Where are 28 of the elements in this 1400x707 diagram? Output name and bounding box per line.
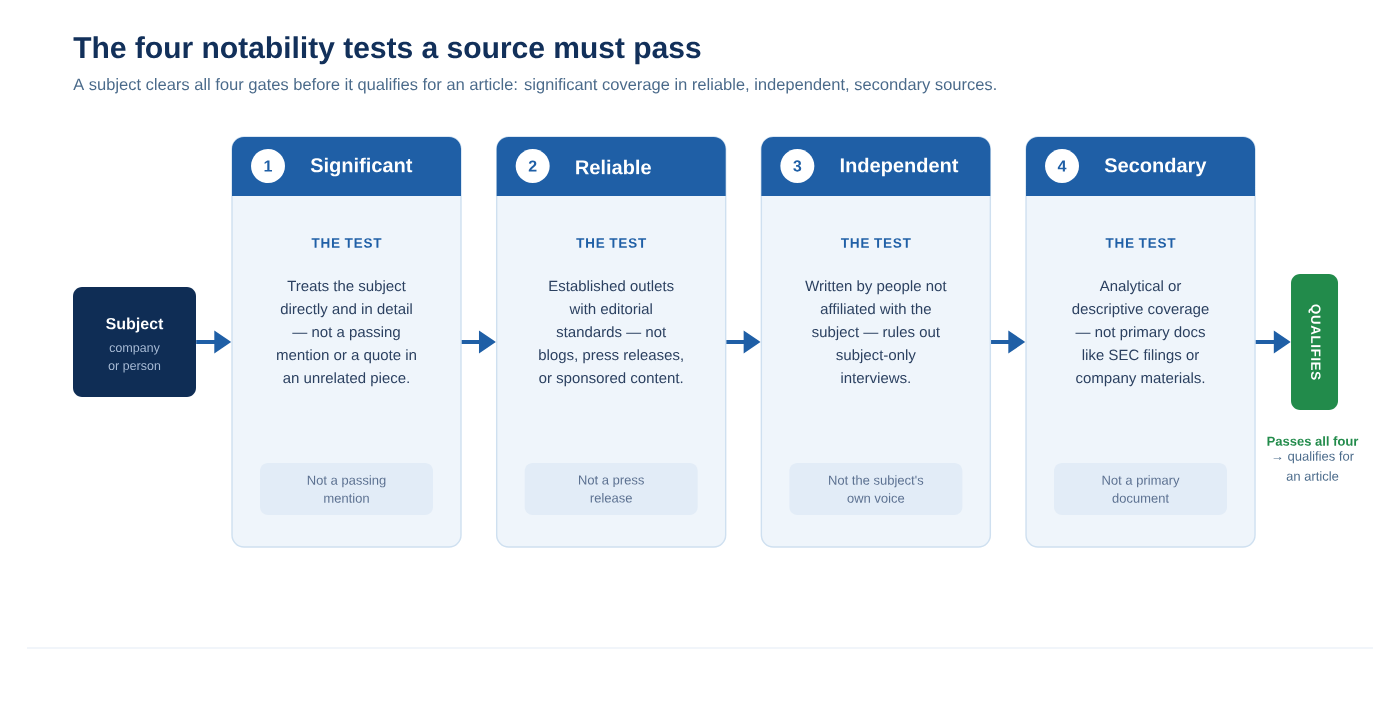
- note-box: Not a passing mention: [260, 463, 433, 515]
- caption-text: → qualifies for an article: [1273, 451, 1354, 481]
- section-label: THE TEST: [1105, 238, 1176, 248]
- test-card: [760, 136, 992, 548]
- caption-heading: Passes all four: [1267, 436, 1359, 446]
- subtitle: A subject clears all four gates before it qualifies for an article: significant coverage in reliable, independent, secondary sources.: [73, 78, 996, 94]
- card-description: Written by people not affiliated with the subject — rules out subject-only interviews.: [805, 280, 947, 384]
- subject-box: [73, 287, 196, 397]
- section-label: THE TEST: [840, 238, 911, 248]
- card-description: Treats the subject directly and in detail — not a passing mention or a quote in an unrelated piece.: [277, 280, 416, 387]
- card-description: Established outlets with editorial standards — not blogs, press releases, or sponsored content.: [539, 280, 683, 387]
- result-box: QUALIFIES: [1291, 274, 1338, 410]
- test-card: [231, 136, 462, 548]
- number-badge: 4: [1045, 149, 1079, 183]
- section-label: THE TEST: [576, 238, 647, 248]
- box-title: Subject: [106, 317, 164, 333]
- note-box: Not a primary document: [1054, 463, 1227, 515]
- number-badge: 1: [251, 149, 285, 183]
- test-card: [1025, 136, 1256, 548]
- title: The four notability tests a source must pass: [73, 36, 701, 65]
- card-description: Analytical or descriptive coverage — not primary docs like SEC filings or company materials.: [1072, 280, 1209, 387]
- section-label: THE TEST: [311, 238, 382, 248]
- note-box: Not the subject's own voice: [789, 463, 963, 515]
- box-subtitle: company or person: [108, 345, 161, 373]
- note-box: Not a press release: [524, 463, 698, 515]
- number-badge: 3: [780, 149, 815, 183]
- test-card: [496, 136, 727, 548]
- number-badge: 2: [515, 149, 550, 183]
